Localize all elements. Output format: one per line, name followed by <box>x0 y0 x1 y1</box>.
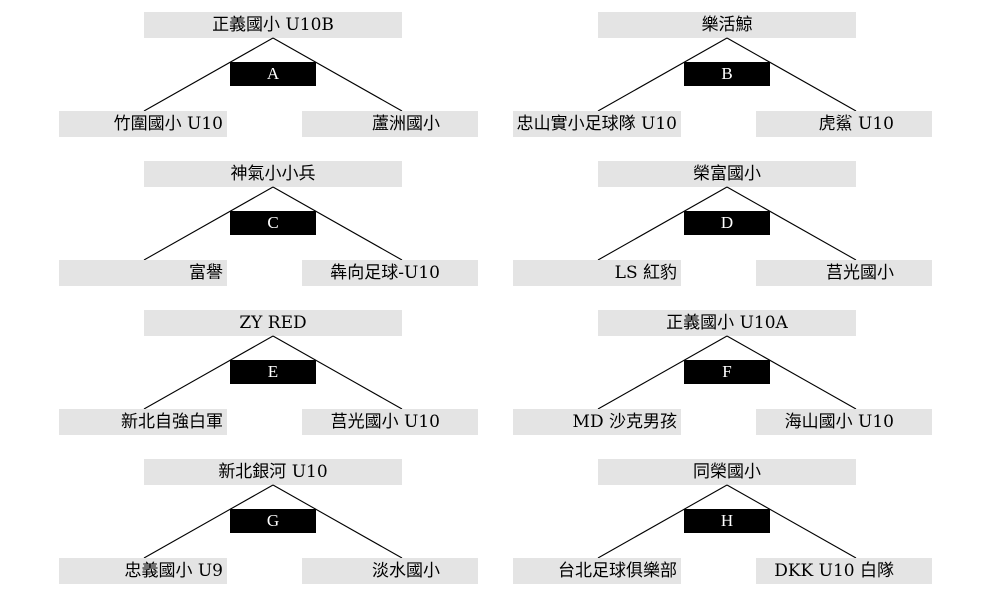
group-label: C <box>230 211 316 235</box>
group-label: D <box>684 211 770 235</box>
group-label: G <box>230 509 316 533</box>
group-triangle <box>597 484 857 559</box>
group-top-team: 樂活鯨 <box>598 12 856 38</box>
group-top-team: 正義國小 U10A <box>598 310 856 336</box>
group-label: E <box>230 360 316 384</box>
group-right-team: 莒光國小 <box>756 260 932 286</box>
group-right-team: 犇向足球-U10 <box>302 260 478 286</box>
group-left-team: 忠山實小足球隊 U10 <box>513 111 681 137</box>
group-top-team: ZY RED <box>144 310 402 336</box>
group-triangle <box>143 484 403 559</box>
group-left-team: 台北足球俱樂部 <box>513 558 681 584</box>
group-top-team: 同榮國小 <box>598 459 856 485</box>
group-right-team: 淡水國小 <box>302 558 478 584</box>
group-triangle <box>143 335 403 410</box>
group-triangle <box>597 37 857 112</box>
group-left-team: 富譽 <box>59 260 227 286</box>
group-a: 正義國小 U10B A 竹圍國小 U10 蘆洲國小 <box>59 12 479 142</box>
group-d: 榮富國小 D LS 紅豹 莒光國小 <box>513 161 933 291</box>
group-h: 同榮國小 H 台北足球俱樂部 DKK U10 白隊 <box>513 459 933 589</box>
group-top-team: 新北銀河 U10 <box>144 459 402 485</box>
group-triangle <box>143 186 403 261</box>
group-f: 正義國小 U10A F MD 沙克男孩 海山國小 U10 <box>513 310 933 440</box>
group-top-team: 神氣小小兵 <box>144 161 402 187</box>
group-top-team: 榮富國小 <box>598 161 856 187</box>
group-top-team: 正義國小 U10B <box>144 12 402 38</box>
group-right-team: 莒光國小 U10 <box>302 409 478 435</box>
group-b: 樂活鯨 B 忠山實小足球隊 U10 虎鯊 U10 <box>513 12 933 142</box>
group-right-team: 海山國小 U10 <box>756 409 932 435</box>
group-g: 新北銀河 U10 G 忠義國小 U9 淡水國小 <box>59 459 479 589</box>
group-label: F <box>684 360 770 384</box>
group-left-team: 竹圍國小 U10 <box>59 111 227 137</box>
group-right-team: 蘆洲國小 <box>302 111 478 137</box>
group-label: H <box>684 509 770 533</box>
group-right-team: 虎鯊 U10 <box>756 111 932 137</box>
group-e: ZY RED E 新北自強白軍 莒光國小 U10 <box>59 310 479 440</box>
group-triangle <box>597 335 857 410</box>
group-right-team: DKK U10 白隊 <box>756 558 932 584</box>
group-label: A <box>230 62 316 86</box>
group-c: 神氣小小兵 C 富譽 犇向足球-U10 <box>59 161 479 291</box>
group-left-team: LS 紅豹 <box>513 260 681 286</box>
group-left-team: 新北自強白軍 <box>59 409 227 435</box>
group-label: B <box>684 62 770 86</box>
group-left-team: 忠義國小 U9 <box>59 558 227 584</box>
group-left-team: MD 沙克男孩 <box>513 409 681 435</box>
group-triangle <box>597 186 857 261</box>
group-triangle <box>143 37 403 112</box>
